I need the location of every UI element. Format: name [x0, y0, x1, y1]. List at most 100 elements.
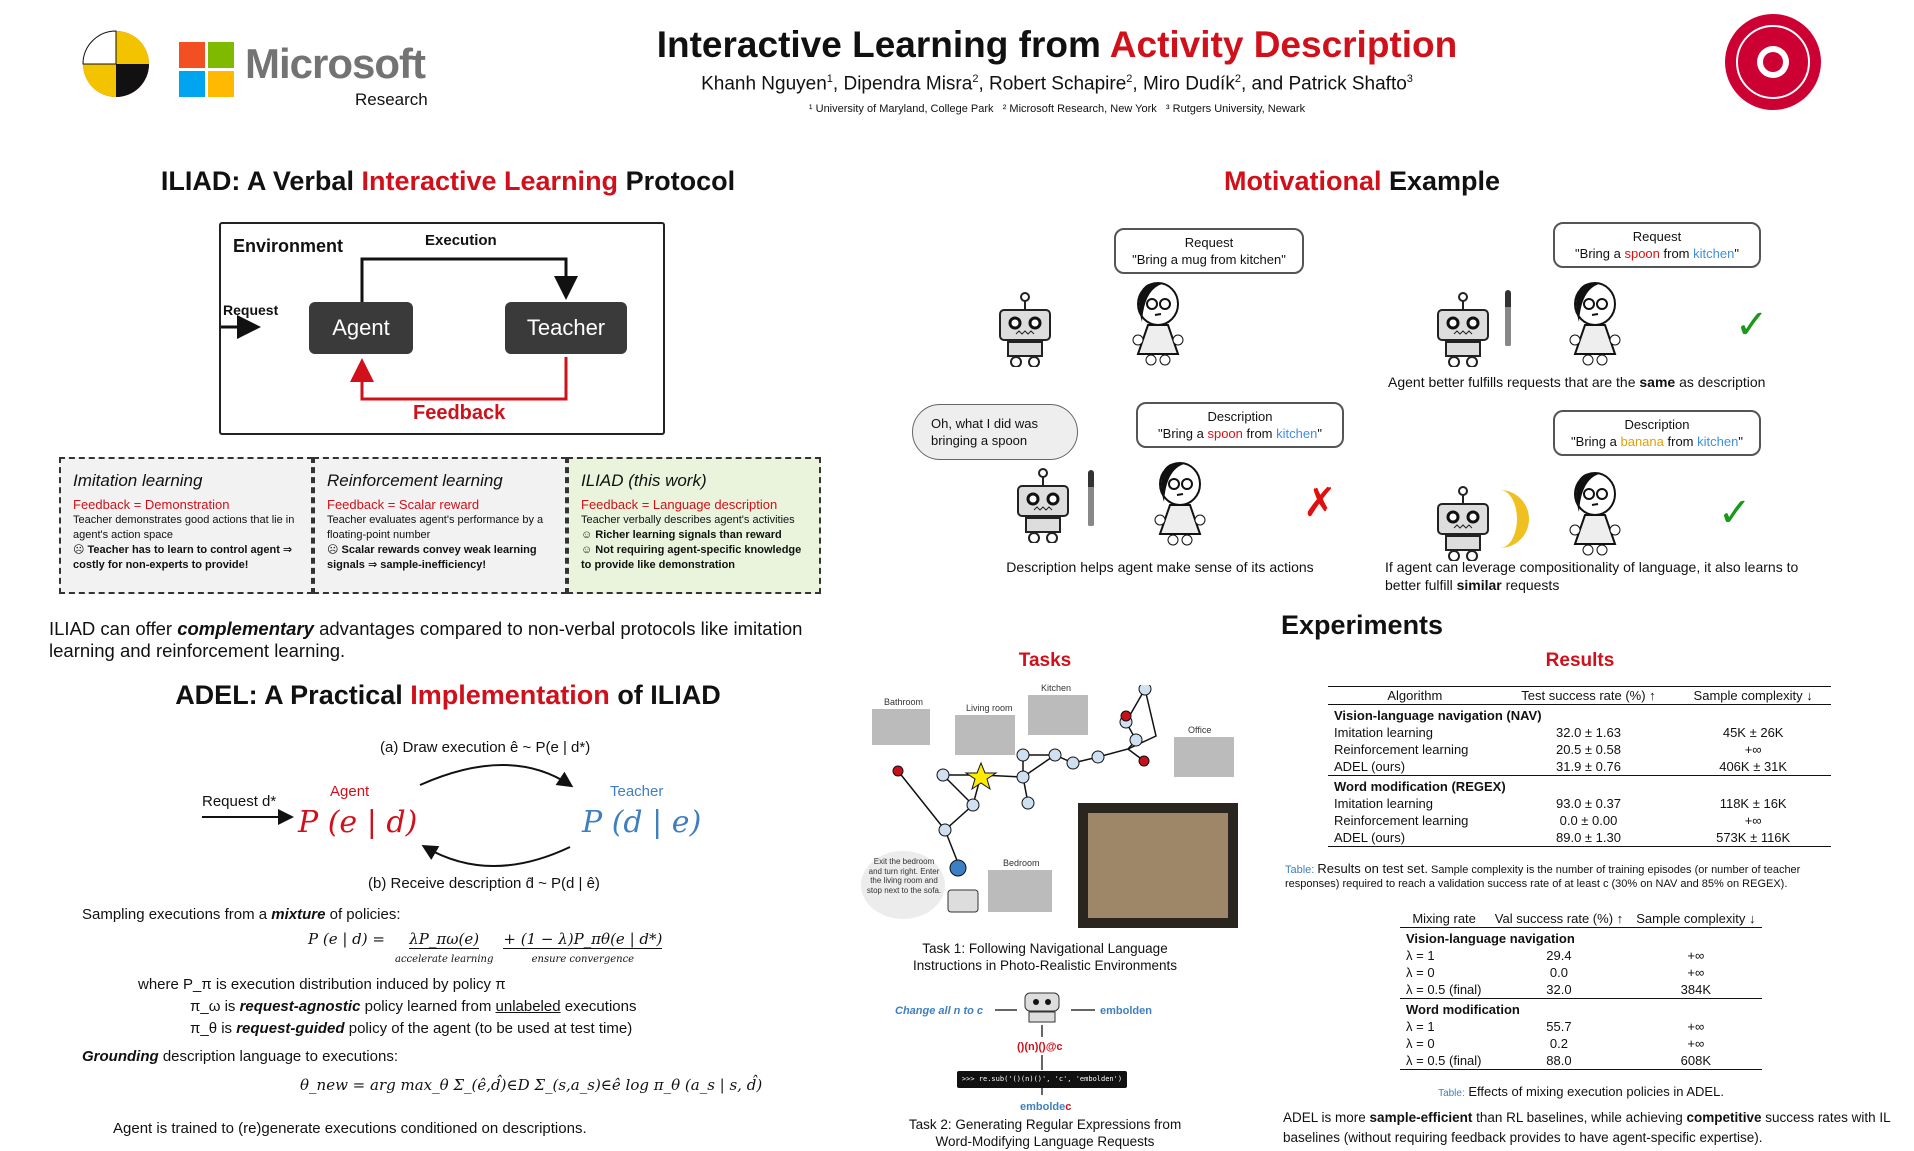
- bubble-label: Description: [1624, 417, 1690, 432]
- panel3-caption: Description helps agent make sense of it…: [1006, 559, 1314, 575]
- table-cell: 118K ± 16K: [1719, 796, 1787, 811]
- receive-description-label: (b) Receive description d̂ ~ P(d | ê): [368, 875, 600, 892]
- request-label: Request: [223, 302, 279, 318]
- table-cell: 32.0 ± 1.63: [1556, 725, 1621, 740]
- caption-part: If agent can leverage compositionality o…: [1385, 559, 1799, 593]
- table-cell: λ = 0: [1406, 1036, 1435, 1051]
- agent-label: Agent: [330, 783, 370, 800]
- loop-arrows: [202, 764, 574, 867]
- table-cell: 0.0: [1549, 965, 1568, 980]
- speech-bubble: Description"Bring a spoon from kitchen": [1136, 402, 1344, 448]
- tasks-heading: Tasks: [1018, 650, 1072, 671]
- bubble-text-part: ": [1738, 434, 1743, 449]
- room-label-bedroom: Bedroom: [1003, 858, 1040, 868]
- protocol-description: Teacher evaluates agent's performance by…: [327, 514, 544, 541]
- environment-label: Environment: [233, 236, 344, 256]
- table-cell: 608K: [1680, 1053, 1712, 1068]
- room-label-living-room: Living room: [966, 703, 1013, 713]
- bubble-object: banana: [1620, 434, 1664, 449]
- bubble-text-part: ": [1317, 426, 1322, 441]
- author-affiliation-mark: 2: [1234, 73, 1241, 85]
- authors: Khanh Nguyen1, Dipendra Misra2, Robert S…: [701, 73, 1413, 95]
- table-cell: +∞: [1744, 742, 1762, 757]
- feedback-label: Feedback: [413, 402, 506, 424]
- table-group-row: Vision-language navigation (NAV): [1328, 705, 1831, 725]
- iliad-protocol-diagram: Environment Execution Request Agent Teac…: [219, 222, 665, 435]
- column-header: Val success rate (%) ↑: [1494, 911, 1624, 926]
- protocol-description: Teacher verbally describes agent's activ…: [581, 514, 795, 526]
- table-cell: ADEL (ours): [1334, 830, 1406, 845]
- spoon-icon: [1088, 470, 1094, 526]
- task1-figure: Bathroom Living room Kitchen Office Bedr…: [858, 683, 1238, 935]
- task1-caption: Task 1: Following Navigational Language …: [912, 941, 1178, 973]
- bubble-label: Request: [1184, 235, 1234, 250]
- task2-caption: Task 2: Generating Regular Expressions f…: [908, 1117, 1182, 1149]
- column-header: Test success rate (%) ↑: [1521, 688, 1656, 703]
- caption-part: requests: [1505, 577, 1560, 593]
- microsoft-research-subtitle: Research: [355, 90, 428, 109]
- robot-icon: [1008, 468, 1078, 548]
- agent-node: Agent: [309, 302, 413, 354]
- mixing-table-caption: Table: Effects of mixing execution polic…: [1438, 1084, 1724, 1099]
- author-name: and Patrick Shafto: [1251, 73, 1407, 95]
- caption-emphasis: similar: [1456, 577, 1502, 593]
- regex-output: ()(n)()@c: [1017, 1041, 1063, 1053]
- column-header: Mixing rate: [1412, 911, 1476, 926]
- table-cell: 93.0 ± 0.37: [1556, 796, 1621, 811]
- table-cell: 573K ± 116K: [1716, 830, 1791, 845]
- check-icon: ✓: [1735, 303, 1769, 347]
- table-group-row: Vision-language navigation: [1400, 928, 1762, 948]
- table-cell: 88.0: [1546, 1053, 1572, 1068]
- teacher-node: Teacher: [505, 302, 627, 354]
- robot-icon: [1428, 486, 1498, 566]
- teacher-person-icon: [1128, 282, 1188, 372]
- bubble-place: kitchen: [1697, 434, 1739, 449]
- teacher-label: Teacher: [610, 783, 664, 800]
- table-cell: Reinforcement learning: [1334, 813, 1469, 828]
- protocol-point: ☺ Richer learning signals than reward: [581, 529, 782, 541]
- author-name: Khanh Nguyen: [701, 73, 827, 95]
- table-cell: 0.2: [1549, 1036, 1568, 1051]
- author-name: Robert Schapire: [989, 73, 1127, 95]
- room-label-kitchen: Kitchen: [1041, 683, 1072, 693]
- table-cell: +∞: [1687, 1036, 1705, 1051]
- bubble-text-part: from: [1663, 246, 1690, 261]
- author-name: Dipendra Misra: [843, 73, 973, 95]
- bubble-text-part: "Bring a: [1158, 426, 1204, 441]
- grounding-text: Grounding description language to execut…: [82, 1048, 398, 1065]
- sampling-text: Sampling executions from a mixture of po…: [82, 906, 401, 923]
- bubble-text-part: "Bring a: [1575, 246, 1621, 261]
- caption-part: as description: [1679, 374, 1766, 390]
- execution-label: Execution: [425, 232, 497, 249]
- speech-bubble: Request"Bring a mug from kitchen": [1114, 228, 1304, 274]
- thought-bubble: Oh, what I did was bringing a spoon: [912, 404, 1078, 460]
- author-affiliation-mark: 1: [826, 73, 833, 85]
- check-icon: ✓: [1718, 491, 1752, 535]
- table-cell: +∞: [1687, 1019, 1705, 1034]
- table-cell: λ = 0: [1406, 965, 1435, 980]
- table-cell: +∞: [1687, 965, 1705, 980]
- bubble-text: "Bring a spoon from kitchen": [1563, 245, 1751, 262]
- protocol-description: Teacher demonstrates good actions that l…: [73, 514, 295, 541]
- results-table-caption: Table: Results on test set. Sample compl…: [1285, 861, 1801, 891]
- bubble-object: spoon: [1207, 426, 1243, 441]
- speech-bubble: Request"Bring a spoon from kitchen": [1553, 222, 1761, 268]
- iliad-heading: ILIAD: A Verbal Interactive Learning Pro…: [160, 166, 736, 196]
- protocol-point: ☹ Scalar rewards convey weak learning si…: [327, 544, 537, 571]
- author-affiliation-mark: 3: [1406, 73, 1413, 85]
- protocol-feedback: Feedback = Scalar reward: [327, 497, 480, 512]
- table-cell: λ = 1: [1406, 1019, 1435, 1034]
- conclusion-text: ADEL is more sample-efficient than RL ba…: [1283, 1110, 1891, 1145]
- iliad-summary: ILIAD can offer complementary advantages…: [49, 618, 803, 661]
- bubble-text-part: ": [1734, 246, 1739, 261]
